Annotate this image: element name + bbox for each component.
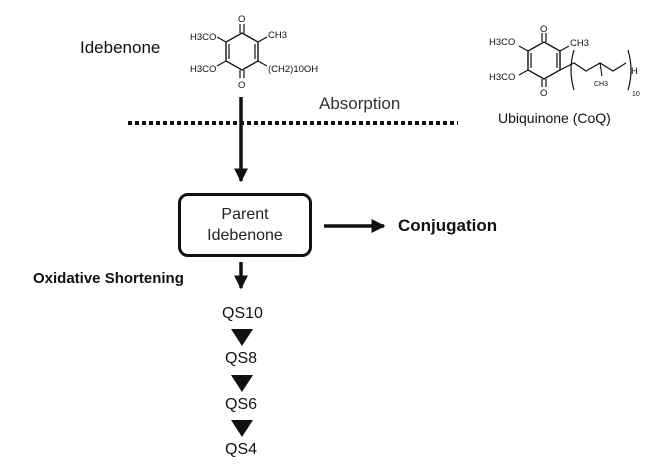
ubiquinone-branch-methyl: CH3: [594, 81, 608, 88]
idebenone-label: Idebenone: [80, 38, 161, 57]
metabolite-qs4: QS4: [225, 441, 258, 458]
idebenone-methyl: CH3: [268, 30, 287, 41]
absorption-label: Absorption: [319, 94, 401, 113]
ubiquinone-methoxy-top: H3CO: [489, 37, 515, 48]
parent-idebenone-box: Parent Idebenone: [178, 193, 312, 257]
idebenone-methoxy-top: H3CO: [190, 32, 216, 43]
qs6-to-qs4-arrow: [231, 420, 253, 437]
idebenone-carbonyl-top: O: [238, 14, 245, 25]
ubiquinone-methyl: CH3: [570, 38, 589, 49]
ubiquinone-end-h: H: [631, 66, 638, 77]
ubiquinone-repeat-index: 10: [632, 91, 640, 98]
ubiquinone-methoxy-bottom: H3CO: [489, 72, 515, 83]
metabolite-qs10: QS10: [222, 305, 263, 322]
parent-box-line2: Idebenone: [207, 227, 283, 244]
idebenone-structure: O O H3CO H3CO CH3 (CH2)10OH: [190, 14, 318, 91]
ubiquinone-label: Ubiquinone (CoQ): [498, 110, 611, 126]
qs10-to-qs8-arrow: [231, 329, 253, 346]
metabolite-qs8: QS8: [225, 350, 258, 367]
idebenone-side-chain: (CH2)10OH: [268, 64, 318, 75]
idebenone-carbonyl-bottom: O: [238, 80, 245, 91]
qs8-to-qs6-arrow: [231, 375, 253, 392]
ubiquinone-structure: O O H3CO H3CO CH3 CH3 H 10: [489, 24, 640, 99]
parent-box-line1: Parent: [221, 206, 269, 223]
oxidative-shortening-label: Oxidative Shortening: [33, 270, 184, 287]
idebenone-methoxy-bottom: H3CO: [190, 64, 216, 75]
ubiquinone-carbonyl-top: O: [540, 24, 547, 35]
ubiquinone-carbonyl-bottom: O: [540, 88, 547, 99]
metabolite-qs6: QS6: [225, 396, 258, 413]
conjugation-label: Conjugation: [398, 216, 498, 235]
